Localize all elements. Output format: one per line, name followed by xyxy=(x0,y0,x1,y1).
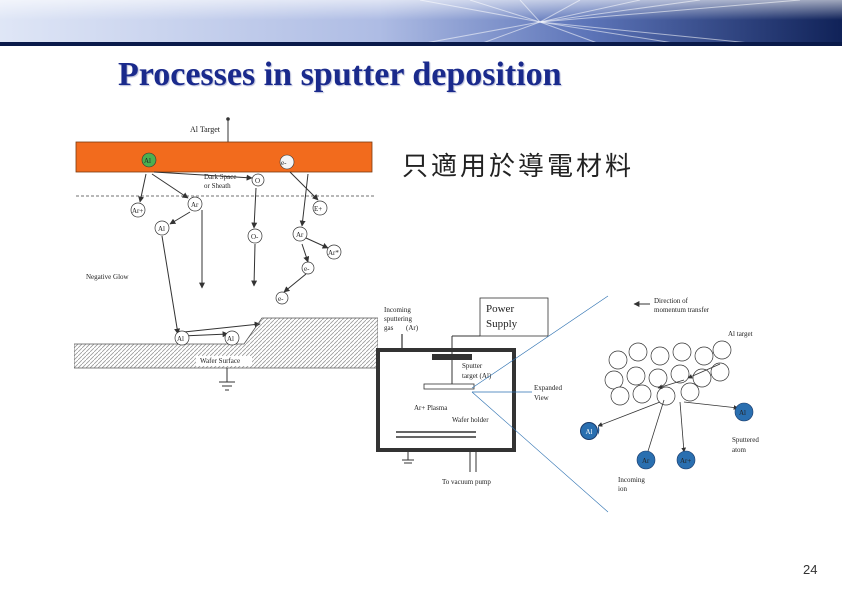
incoming-gas-label: Incoming xyxy=(384,306,411,314)
svg-text:O: O xyxy=(255,177,260,185)
svg-text:e-: e- xyxy=(278,295,284,303)
al-target-label: Al target xyxy=(728,330,753,338)
svg-text:(Ar): (Ar) xyxy=(406,324,419,332)
svg-text:O-: O- xyxy=(251,233,259,241)
negative-glow-label: Negative Glow xyxy=(86,273,130,281)
sputter-chamber-diagram: Power Supply Incoming sputtering gas (Ar… xyxy=(376,295,609,513)
svg-text:Al: Al xyxy=(739,409,746,417)
incoming-ion-label: Incoming xyxy=(618,476,645,484)
sputter-process-diagram: Al Target Al e- Dark Space or Sheath Neg… xyxy=(74,117,378,391)
svg-text:gas: gas xyxy=(384,324,394,332)
svg-text:Al: Al xyxy=(227,335,234,343)
svg-text:Al: Al xyxy=(158,225,165,233)
svg-text:e-: e- xyxy=(304,265,310,273)
svg-text:Al: Al xyxy=(177,335,184,343)
expanded-atomic-view: Direction of momentum transfer Al target… xyxy=(598,297,759,493)
sputtered-atom-label: Sputtered xyxy=(732,436,759,444)
page-number: 24 xyxy=(803,562,818,577)
al-target xyxy=(75,141,373,173)
svg-text:Ar: Ar xyxy=(296,231,304,239)
svg-text:Al: Al xyxy=(144,157,151,165)
vacuum-chamber xyxy=(376,348,516,452)
expanded-al-left-atom: Al xyxy=(580,422,598,440)
svg-text:View: View xyxy=(534,394,550,402)
wafer-surface-label: Wafer Surface xyxy=(200,357,240,365)
wafer-surface xyxy=(74,317,378,369)
dark-space-label: Dark Space xyxy=(204,173,236,181)
svg-text:momentum transfer: momentum transfer xyxy=(654,306,710,314)
svg-text:Supply: Supply xyxy=(486,318,518,330)
svg-text:E+: E+ xyxy=(314,205,322,213)
power-supply-box xyxy=(479,297,549,337)
expanded-view-label: Expanded xyxy=(534,384,562,392)
power-supply-label: Power xyxy=(486,303,514,315)
target-electron xyxy=(279,154,295,170)
svg-text:atom: atom xyxy=(732,446,747,454)
svg-text:Ar: Ar xyxy=(191,201,199,209)
atom-lattice xyxy=(604,340,732,406)
sputter-target-label: Sputter xyxy=(462,362,483,370)
svg-text:sputtering: sputtering xyxy=(384,315,412,323)
svg-text:ion: ion xyxy=(618,485,627,493)
svg-text:Ar+: Ar+ xyxy=(132,207,143,215)
target-al-atom xyxy=(141,152,157,168)
target-label: Al Target xyxy=(190,125,221,134)
plasma-label: Ar+ Plasma xyxy=(414,404,448,412)
slide-title: Processes in sputter deposition xyxy=(118,56,562,93)
vacuum-pump-label: To vacuum pump xyxy=(442,478,491,486)
wafer-holder-label: Wafer holder xyxy=(452,416,489,424)
svg-text:e-: e- xyxy=(281,159,287,167)
svg-text:target (Al): target (Al) xyxy=(462,372,492,380)
svg-text:or Sheath: or Sheath xyxy=(204,182,231,190)
header-banner xyxy=(0,0,842,46)
conductive-note: 只適用於導電材料 xyxy=(402,152,635,182)
svg-text:Ar: Ar xyxy=(642,457,650,465)
svg-text:Ar*: Ar* xyxy=(328,249,339,257)
svg-text:Ar+: Ar+ xyxy=(680,457,691,465)
momentum-label: Direction of xyxy=(654,297,689,305)
